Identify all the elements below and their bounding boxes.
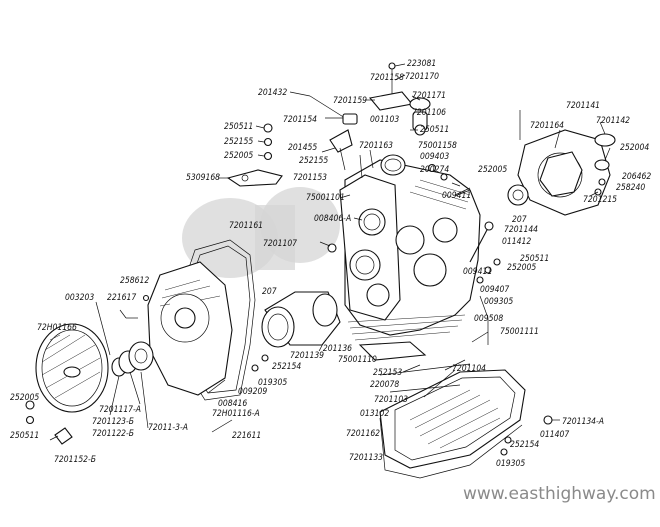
part-label: 258612: [120, 276, 149, 286]
top-cover-parts: [226, 62, 471, 196]
part-label: 258240: [616, 183, 645, 193]
part-label: 252155: [224, 137, 253, 147]
part-label: 011407: [540, 430, 569, 440]
part-label: 7201161: [229, 221, 263, 231]
part-label: 75001158: [418, 141, 457, 151]
part-label: 7201144: [504, 225, 538, 235]
part-label: 7201162: [346, 429, 380, 439]
part-label: 7201158: [370, 73, 404, 83]
part-label: 7201152-Б: [54, 455, 96, 465]
part-label: 7201154: [283, 115, 317, 125]
part-label: 252005: [224, 151, 253, 161]
part-label: 250511: [520, 254, 549, 264]
part-label: 200274: [420, 165, 449, 175]
part-label: 7201171: [412, 91, 446, 101]
part-label: 009407: [480, 285, 509, 295]
part-label: 019305: [496, 459, 525, 469]
part-label: 206462: [622, 172, 651, 182]
part-label: 72H01116-A: [212, 409, 260, 419]
part-label: 75001110: [338, 355, 377, 365]
part-label: 72011-3-A: [148, 423, 188, 433]
part-label: 252005: [10, 393, 39, 403]
part-label: 7201107: [263, 239, 297, 249]
engine-block: [339, 154, 481, 361]
part-label: 250511: [420, 125, 449, 135]
part-labels: 223081 7201158 7201170 201432 7201159 72…: [10, 59, 651, 469]
part-label: 252154: [510, 440, 539, 450]
right-cover-parts: [469, 129, 616, 345]
part-label: 221617: [107, 293, 136, 303]
part-label: 011412: [502, 237, 531, 247]
part-label: 7201103: [374, 395, 408, 405]
part-label: 7201133: [349, 453, 383, 463]
part-label: 7201159: [333, 96, 367, 106]
part-label: 7201164: [530, 121, 564, 131]
part-label: 7201117-A: [99, 405, 141, 415]
part-label: 252154: [272, 362, 301, 372]
part-label: 250511: [224, 122, 253, 132]
part-label: 7201215: [583, 195, 617, 205]
part-label: 7201153: [293, 173, 327, 183]
part-label: 7201134-A: [562, 417, 604, 427]
part-label: 009508: [474, 314, 503, 324]
part-label: 7201141: [566, 101, 600, 111]
part-label: 009411: [463, 267, 492, 277]
part-label: 7201106: [412, 108, 446, 118]
watermark-text: www.easthighway.com: [463, 484, 656, 504]
part-label: 009209: [238, 387, 267, 397]
part-label: 7201139: [290, 351, 324, 361]
part-label: 75001111: [500, 327, 539, 337]
part-label: 009411: [442, 191, 471, 201]
part-label: 220078: [370, 380, 399, 390]
front-cover: [25, 323, 154, 445]
part-label: 252005: [478, 165, 507, 175]
ghost-watermark-shape: [182, 187, 340, 278]
part-label: 252155: [299, 156, 328, 166]
part-label: 7201170: [405, 72, 439, 82]
leader-lines: [49, 63, 611, 441]
part-label: 008416: [218, 399, 247, 409]
part-label: 7201122-Б: [92, 429, 134, 439]
part-label: 009305: [484, 297, 513, 307]
part-label: 003203: [65, 293, 94, 303]
part-label: 019305: [258, 378, 287, 388]
part-label: 7201104: [452, 364, 486, 374]
part-label: 252005: [507, 263, 536, 273]
part-label: 013102: [360, 409, 389, 419]
part-label: 252153: [373, 368, 402, 378]
left-cover-parts: [126, 239, 337, 401]
oil-pan: [379, 363, 553, 479]
part-label: 7201142: [596, 116, 630, 126]
part-label: 7201136: [318, 344, 352, 354]
part-label: 001103: [370, 115, 399, 125]
part-label: 72H01166: [37, 323, 77, 333]
part-label: 008406-A: [314, 214, 351, 224]
part-label: 201432: [258, 88, 287, 98]
part-label: 207: [512, 215, 527, 225]
part-label: 207: [262, 287, 277, 297]
part-label: 250511: [10, 431, 39, 441]
part-label: 223081: [407, 59, 436, 69]
part-label: 009403: [420, 152, 449, 162]
part-label: 7201163: [359, 141, 393, 151]
part-label: 201455: [288, 143, 317, 153]
part-label: 252004: [620, 143, 649, 153]
part-label: 5309168: [186, 173, 220, 183]
part-label: 75001101: [306, 193, 345, 203]
part-label: 7201123-Б: [92, 417, 134, 427]
cylinder-housing: [211, 291, 341, 433]
part-label: 221611: [232, 431, 261, 441]
